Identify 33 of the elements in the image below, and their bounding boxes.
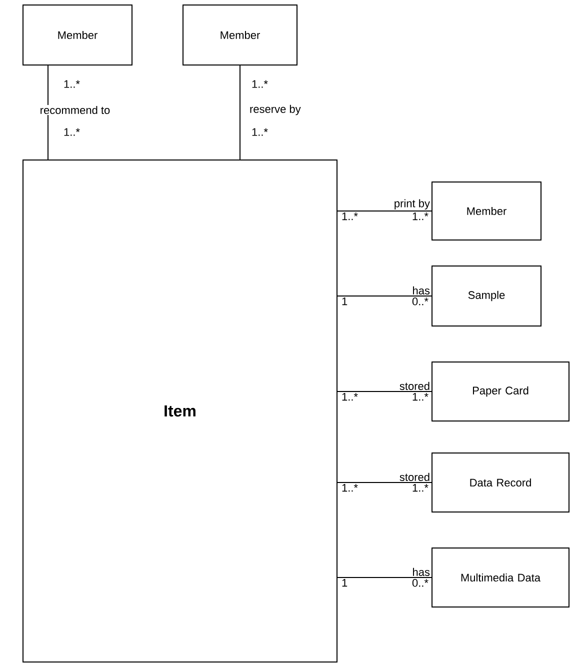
edge-label: reserve by [250,104,301,116]
class-box: Paper Card [432,362,570,422]
multiplicity-label: 1..* [252,80,268,88]
class-box: Data Record [432,452,570,512]
association-line [337,391,432,392]
edge-label: print by [394,199,430,210]
class-box: Multimedia Data [432,548,570,608]
class-box: Member [182,4,298,66]
multiplicity-label: 1..* [64,80,80,88]
class-box: Member [432,182,542,240]
multiplicity-label: 1..* [342,484,358,492]
multiplicity-label: 0..* [412,579,428,587]
multiplicity-label: 1 [342,298,348,306]
association-line [337,577,432,578]
class-box: Sample [432,266,542,326]
edge-label: stored [400,382,430,390]
multiplicity-label: 1..* [412,484,428,492]
edge-label: has [413,568,430,576]
multiplicity-label: 1..* [412,212,428,220]
class-box: Member [22,4,132,66]
multiplicity-label: 0..* [412,298,428,306]
multiplicity-label: 1 [342,579,348,587]
multiplicity-label: 1..* [252,128,268,136]
multiplicity-label: 1..* [342,393,358,401]
association-line [337,210,432,212]
edge-label: recommend to [40,106,110,114]
multiplicity-label: 1..* [342,212,358,220]
edge-label: stored [400,472,430,481]
class-box: Item [22,160,338,662]
multiplicity-label: 1..* [412,393,428,401]
association-line [337,482,432,483]
multiplicity-label: 1..* [64,128,80,136]
edge-label: has [413,286,430,294]
